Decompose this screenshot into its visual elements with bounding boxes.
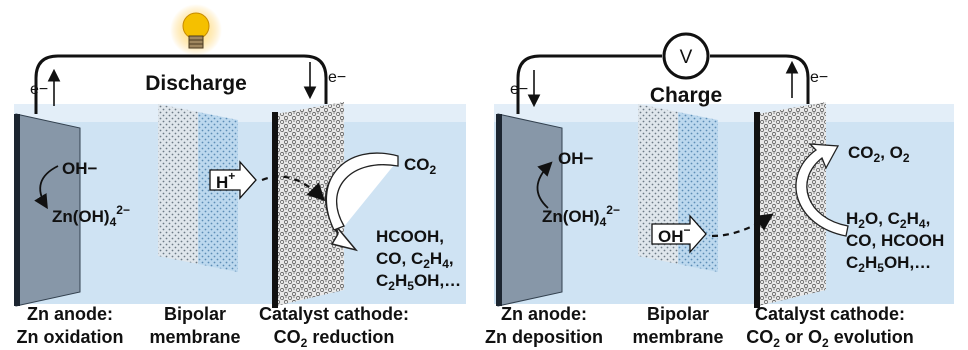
voltmeter-icon: V [662, 32, 710, 80]
caption-anode-right-2: Zn deposition [485, 327, 603, 347]
oxidation-reactant-line-2: CO, HCOOH [846, 231, 944, 250]
catalyst-cathode-right-texture [758, 102, 826, 306]
evolved-gases: CO2, O2 [848, 143, 910, 165]
mode-label-discharge: Discharge [145, 72, 247, 95]
catalyst-cathode-left-texture [276, 102, 344, 306]
caption-cathode-right-line-1: Catalyst cathode: [755, 304, 905, 324]
mode-label-charge: Charge [650, 84, 722, 107]
discharge-cell: Discharge e− e− OH− Zn(OH)42− H+ CO2 HCO… [14, 4, 466, 350]
caption-membrane-right-1: Bipolar [647, 304, 709, 324]
evolved-gas-line-1: CO2, O2 [848, 143, 910, 165]
anode-curve-arrow-left [34, 165, 59, 210]
oxidation-reactant-line-3: C2H5OH,… [846, 253, 931, 275]
electrolyte-right [494, 104, 954, 304]
light-bulb-icon [170, 4, 222, 56]
reduction-product-line-2: CO, C2H4, [376, 249, 454, 271]
caption-membrane-right-2: membrane [632, 327, 723, 347]
caption-membrane-left-1: Bipolar [164, 304, 226, 324]
electron-label-left-b: e− [328, 69, 346, 86]
external-wire-left [34, 54, 328, 114]
anode-species-top-left: OH− [62, 159, 98, 178]
oxidation-reactants: H2O, C2H4,CO, HCOOH C2H5OH,… [846, 209, 944, 275]
caption-cathode-left-line-2: CO2 reduction [274, 327, 395, 350]
bipolar-membrane-right-b-dots [678, 112, 718, 272]
ion-block-arrow-right [651, 214, 707, 254]
ion-block-arrow-left [209, 160, 257, 200]
reduction-curve-arrow-body [325, 152, 399, 231]
bipolar-membrane-left-a-dots [158, 104, 198, 264]
cathode-edge-right [754, 112, 760, 308]
caption-membrane-left-2: membrane [149, 327, 240, 347]
ion-label-h-plus: H+ [216, 169, 235, 192]
caption-anode-left-1: Zn anode: [27, 304, 113, 324]
external-wire-right [516, 54, 810, 114]
electron-label-right-a: e− [510, 81, 528, 98]
voltmeter-label: V [680, 47, 693, 68]
zn-anode-edge-right [496, 114, 502, 306]
electrolyte-top-left [14, 104, 466, 122]
anode-curve-arrow-right [536, 161, 553, 209]
reduction-products: HCOOH, CO, C2H4,C2H5OH,… [376, 227, 461, 293]
anode-species-bottom-left: Zn(OH)42− [52, 203, 130, 229]
oxidation-reactant-line-1: H2O, C2H4, [846, 209, 930, 231]
caption-cathode-right: Catalyst cathode: CO2 or O2 evolution [746, 304, 913, 350]
reactant-co2-left: CO2 [404, 155, 437, 177]
charge-cell: V Charge e− e− OH− Zn(OH)42− OH− CO2, O2… [485, 32, 954, 350]
electron-label-left-a: e− [30, 81, 48, 98]
anode-species-bottom-right: Zn(OH)42− [542, 203, 620, 229]
caption-anode-left-2: Zn oxidation [17, 327, 124, 347]
electrolyte-left [14, 104, 466, 304]
ion-dashed-path-left [261, 175, 326, 202]
electrolyte-top-right [494, 104, 954, 122]
evolution-curve-arrow-body [795, 143, 849, 237]
caption-cathode-left: Catalyst cathode: CO2 reduction [259, 304, 409, 350]
caption-cathode-left-line-1: Catalyst cathode: [259, 304, 409, 324]
reduction-product-line-1: HCOOH, [376, 227, 444, 246]
ion-label-oh-minus: OH− [658, 223, 691, 246]
zn-anode-edge-left [14, 114, 20, 306]
ion-dashed-path-right [711, 213, 774, 238]
bipolar-membrane-left-b-dots [198, 112, 238, 272]
reduction-product-line-3: C2H5OH,… [376, 271, 461, 293]
anode-species-top-right: OH− [558, 149, 594, 168]
cathode-edge-left [272, 112, 278, 308]
caption-anode-right-1: Zn anode: [501, 304, 587, 324]
electron-label-right-b: e− [810, 69, 828, 86]
caption-cathode-right-line-2: CO2 or O2 evolution [746, 327, 913, 350]
